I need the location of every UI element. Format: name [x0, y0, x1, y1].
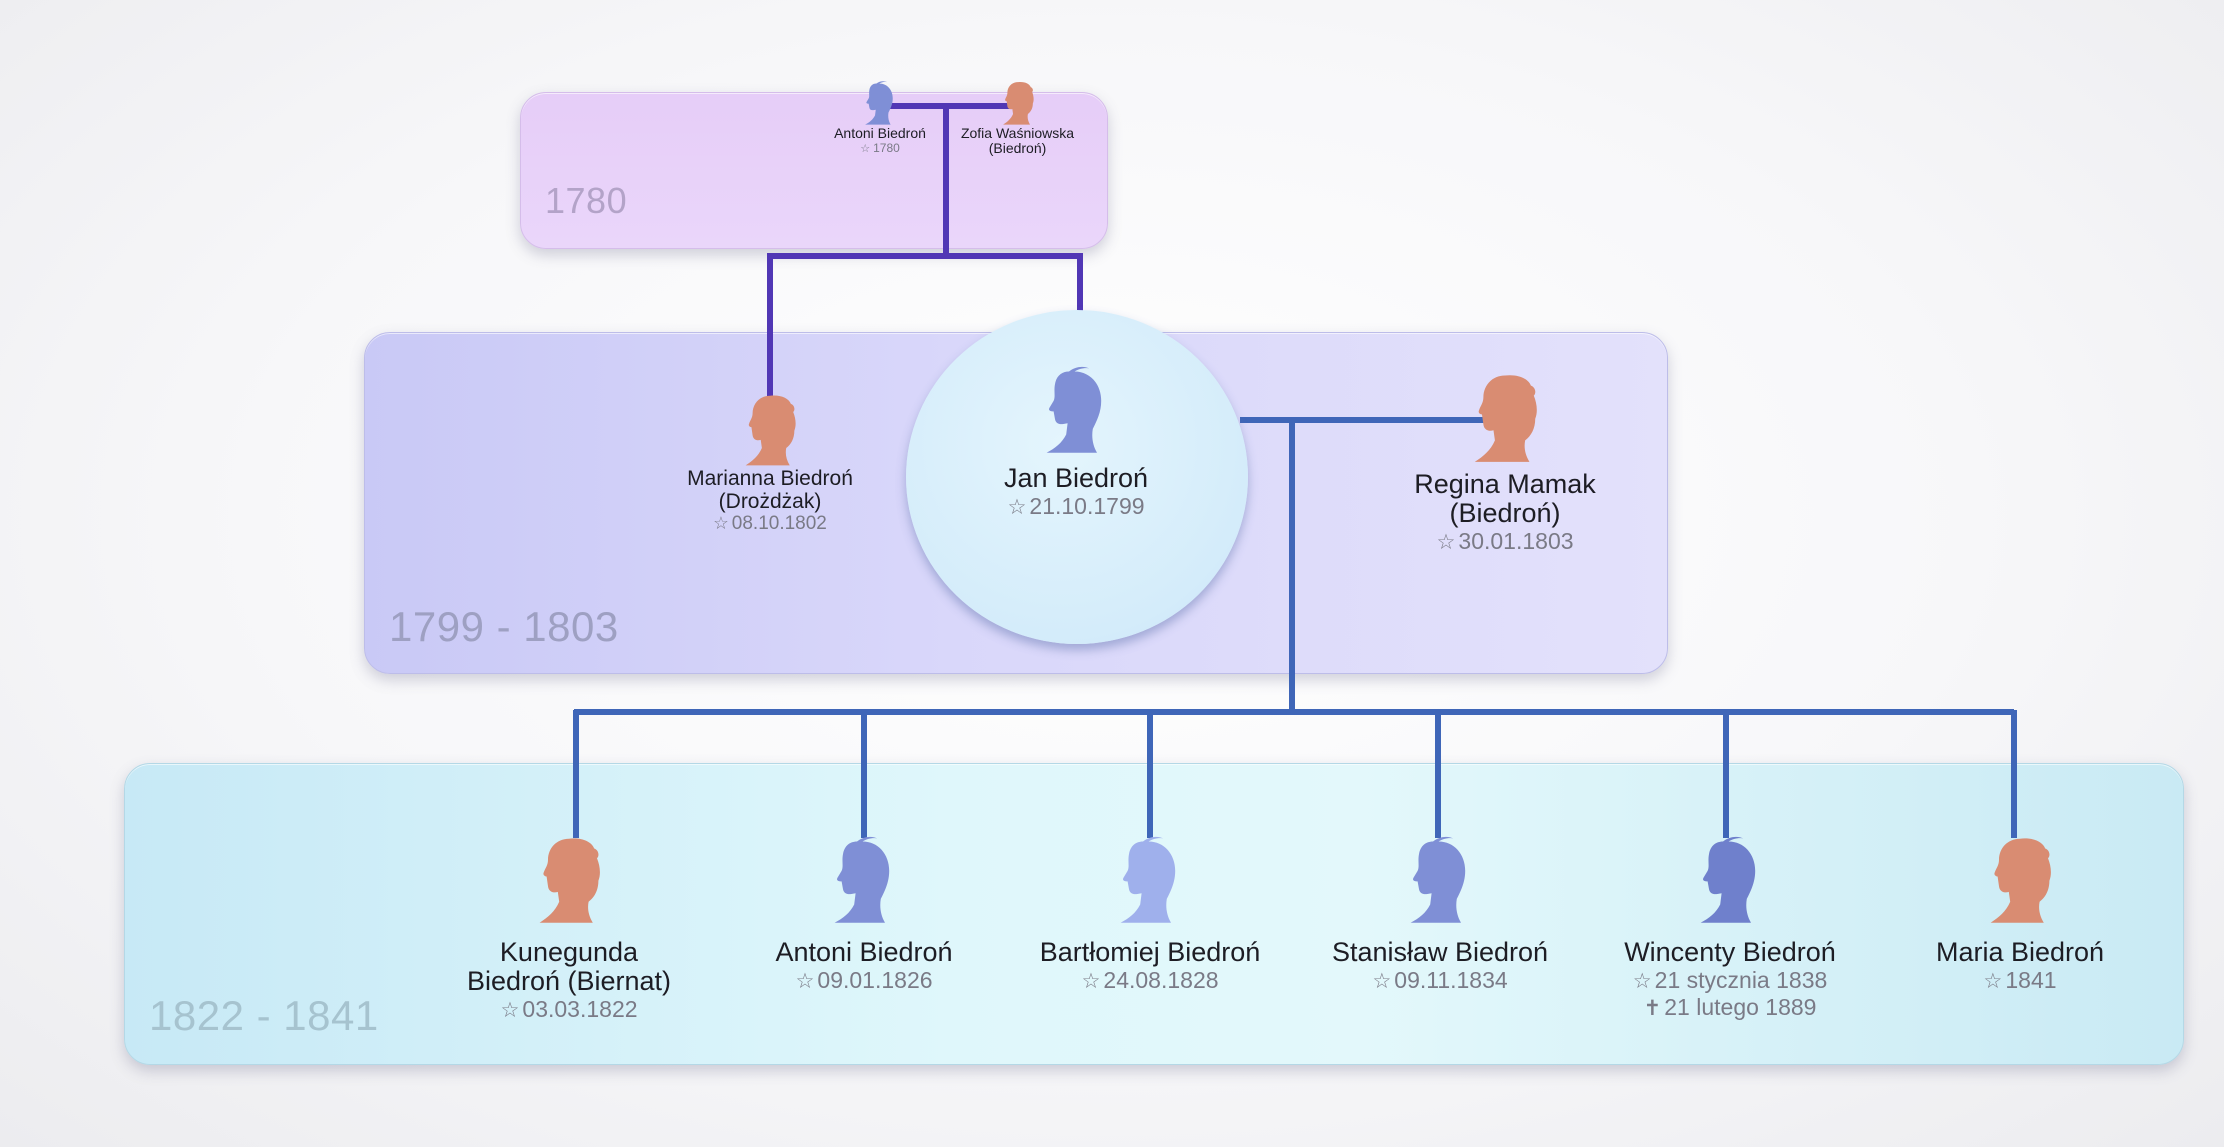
female-silhouette-icon [539, 838, 600, 923]
cross-icon: ✝ [1643, 997, 1662, 1021]
person-card-zofia-wasniowska[interactable]: Zofia Waśniowska (Biedroń) [950, 80, 1085, 156]
person-name: Zofia Waśniowska [960, 125, 1075, 141]
generation-label: 1799 - 1803 [389, 603, 619, 650]
person-name: Antoni Biedroń [775, 937, 953, 967]
person-card-bartlomiej-biedron[interactable]: Bartłomiej Biedroń ☆24.08.1828 [1016, 828, 1284, 994]
person-card-maria-biedron[interactable]: Maria Biedroń ☆1841 [1900, 828, 2140, 994]
person-card-kunegunda-biedron[interactable]: Kunegunda Biedroń (Biernat) ☆03.03.1822 [446, 828, 692, 1023]
male-silhouette-icon [1120, 836, 1176, 923]
person-card-stanislaw-biedron[interactable]: Stanisław Biedroń ☆09.11.1834 [1306, 828, 1574, 994]
person-name: Maria Biedroń [1935, 937, 2105, 967]
person-name: Kunegunda [499, 937, 639, 967]
female-silhouette-icon [1990, 838, 2051, 923]
focus-person-highlight [906, 310, 1248, 644]
person-card-antoni-biedron-1780[interactable]: Antoni Biedroń ☆1780 [820, 80, 940, 155]
generation-label: 1780 [545, 180, 628, 221]
male-silhouette-icon [1700, 836, 1756, 923]
person-name: Regina Mamak [1414, 469, 1596, 499]
person-name: Wincenty Biedroń [1624, 937, 1836, 967]
person-name-maiden: (Drożdżak) [718, 489, 822, 513]
birth-date: ☆09.11.1834 [1372, 967, 1508, 994]
female-silhouette-icon [1002, 81, 1034, 125]
male-silhouette-icon [834, 836, 890, 923]
female-silhouette-icon [1474, 375, 1537, 462]
person-card-antoni-biedron-1826[interactable]: Antoni Biedroń ☆09.01.1826 [744, 828, 984, 994]
female-silhouette-icon [745, 395, 796, 466]
birth-date: ☆09.01.1826 [795, 967, 933, 994]
birth-date: ☆21.10.1799 [1007, 493, 1145, 520]
male-silhouette-icon [1410, 836, 1466, 923]
male-silhouette-icon [1046, 366, 1102, 453]
person-card-regina-mamak[interactable]: Regina Mamak (Biedroń) ☆30.01.1803 [1390, 370, 1620, 555]
person-card-marianna-biedron[interactable]: Marianna Biedroń (Drożdżak) ☆08.10.1802 [660, 392, 880, 535]
person-card-wincenty-biedron[interactable]: Wincenty Biedroń ☆21 stycznia 1838 ✝21 l… [1598, 828, 1862, 1021]
person-name: Stanisław Biedroń [1331, 937, 1549, 967]
birth-date: ☆1841 [1983, 967, 2057, 994]
birth-date: ☆21 stycznia 1838 [1632, 967, 1828, 994]
person-name: Antoni Biedroń [834, 125, 926, 141]
person-name: Marianna Biedroń [687, 467, 853, 490]
birth-date: ☆30.01.1803 [1436, 528, 1574, 555]
generation-label: 1822 - 1841 [149, 992, 379, 1039]
male-silhouette-icon [865, 81, 893, 125]
person-name: Bartłomiej Biedroń [1039, 937, 1261, 967]
death-date: ✝21 lutego 1889 [1643, 994, 1817, 1021]
birth-date: ☆03.03.1822 [500, 996, 638, 1023]
person-card-jan-biedron-focus[interactable]: Jan Biedroń ☆21.10.1799 [960, 360, 1192, 520]
generation-band-1780: 1780 [520, 92, 1108, 249]
birth-date: ☆08.10.1802 [713, 513, 827, 535]
birth-date: ☆1780 [860, 141, 900, 156]
birth-date: ☆24.08.1828 [1081, 967, 1219, 994]
person-name-line2: Biedroń (Biernat) [466, 966, 672, 997]
person-name-maiden: (Biedroń) [988, 140, 1047, 157]
person-name-maiden: (Biedroń) [1449, 498, 1561, 529]
person-name: Jan Biedroń [1003, 463, 1149, 493]
